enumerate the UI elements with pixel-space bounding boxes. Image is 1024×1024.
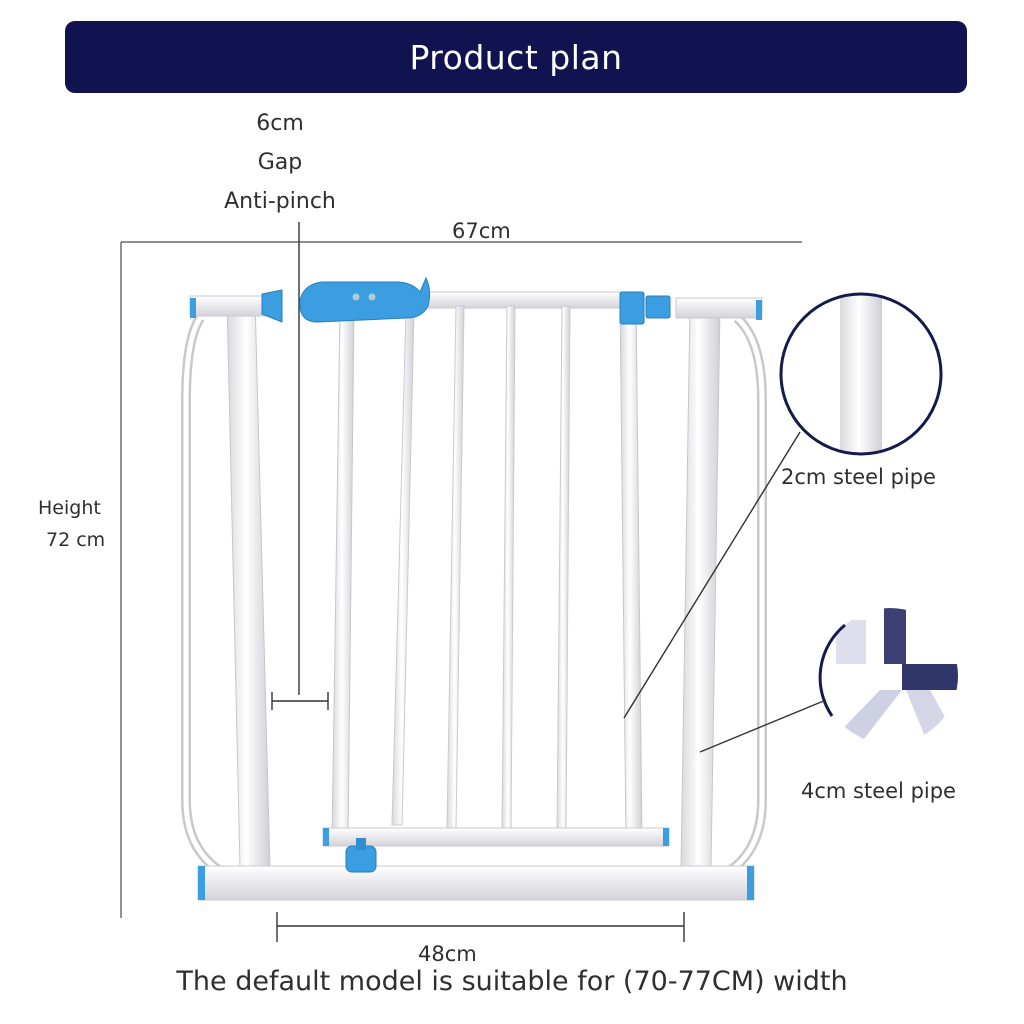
right-side-rail [725, 314, 767, 877]
height-label-line1: Height [38, 497, 101, 519]
thin-pipe-magnifier [779, 292, 943, 456]
gate-top-bar [407, 291, 637, 309]
left-frame-post [226, 299, 271, 869]
anti-pinch-label: Anti-pinch [224, 189, 336, 214]
thin-pipe-label: 2cm steel pipe [781, 465, 936, 489]
gap-size-label: 6cm [256, 111, 304, 136]
left-side-rail [181, 315, 225, 877]
gap-word-label: Gap [257, 150, 303, 175]
bottom-width-label: 48cm [418, 942, 477, 966]
stopper-post [356, 838, 366, 850]
bottom-left-end-cap [198, 866, 205, 900]
thick-pipe-label: 4cm steel pipe [801, 779, 956, 803]
right-frame-post [680, 305, 721, 869]
top-width-label: 67cm [452, 219, 511, 243]
gate-latch-handle [299, 276, 431, 323]
bottom-right-end-cap [747, 866, 754, 900]
top-right-end-cap [756, 300, 762, 320]
suitability-note: The default model is suitable for (70-77… [176, 966, 848, 997]
gate-bottom-right-cap [663, 828, 669, 846]
bottom-frame-bar [197, 865, 755, 901]
left-wall-cup [261, 289, 283, 323]
gate-bar-1 [391, 311, 415, 826]
height-label-line2: 72 cm [46, 529, 106, 551]
latch-screw-1 [352, 293, 360, 301]
title-banner: Product plan [65, 21, 967, 93]
gate-bar-4 [556, 305, 571, 833]
thin-pipe-leader-line [623, 431, 801, 719]
thick-pipe-magnifier [818, 608, 958, 744]
top-right-frame-bar [675, 297, 763, 319]
gate-bottom-left-cap [323, 828, 329, 846]
gate-bottom-bar [322, 827, 670, 847]
page-title: Product plan [409, 37, 623, 77]
gate-bar-3 [501, 305, 516, 831]
gate-bar-2 [446, 305, 465, 829]
gate-left-stile [331, 309, 355, 841]
hinge-block [619, 291, 645, 325]
hinge-plate [645, 295, 671, 319]
thick-pipe-leader-line [699, 699, 827, 753]
latch-screw-2 [368, 293, 376, 301]
gate-right-stile [619, 299, 643, 841]
top-left-end-cap [190, 298, 196, 318]
